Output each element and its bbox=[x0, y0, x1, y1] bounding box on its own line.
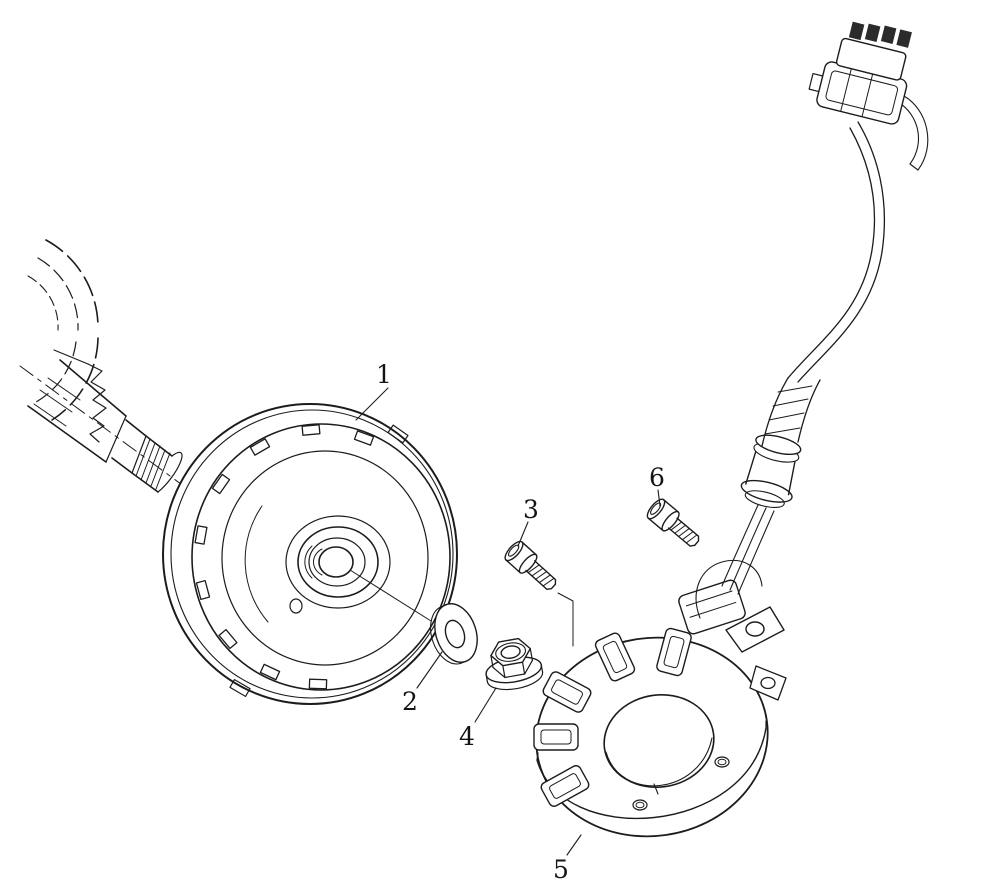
stator-coil bbox=[656, 627, 692, 677]
gear-teeth bbox=[87, 363, 107, 443]
assembly-line bbox=[557, 592, 574, 647]
wire-harness bbox=[695, 21, 929, 619]
harness-connector bbox=[808, 21, 912, 125]
harness-cable bbox=[787, 127, 876, 379]
stator-coil bbox=[533, 723, 579, 751]
stator-coils bbox=[533, 627, 692, 807]
rotor-slot bbox=[353, 430, 375, 446]
flywheel-rotor bbox=[162, 403, 458, 705]
rotor-slots bbox=[194, 424, 375, 690]
rotor-tab bbox=[387, 424, 409, 444]
callouts: 1 2 3 4 5 6 bbox=[376, 360, 665, 884]
rotor-slot bbox=[194, 525, 208, 545]
stator-mount-lug bbox=[725, 606, 785, 653]
leader-line-4 bbox=[474, 687, 497, 723]
rotor-slot bbox=[308, 678, 328, 690]
connector-pin bbox=[864, 23, 881, 43]
wire-holder bbox=[678, 579, 746, 635]
rotor-slot bbox=[218, 628, 238, 650]
branch-wire bbox=[903, 95, 929, 171]
callout-5: 5 bbox=[553, 855, 569, 884]
crankshaft bbox=[19, 239, 201, 499]
rotor-hub bbox=[285, 515, 391, 609]
stator-assembly bbox=[533, 579, 787, 838]
leader-lines bbox=[355, 387, 661, 856]
washer bbox=[430, 603, 478, 665]
harness-grommet bbox=[740, 434, 802, 508]
rotor-slot bbox=[195, 579, 211, 601]
flange-nut bbox=[485, 637, 544, 691]
harness-cable bbox=[797, 121, 885, 383]
callout-6: 6 bbox=[649, 463, 665, 492]
stator-screw-hole bbox=[632, 799, 648, 811]
socket-bolt-6 bbox=[646, 498, 700, 547]
stator-screw-hole bbox=[714, 756, 730, 768]
callout-1: 1 bbox=[376, 360, 392, 389]
leader-line-2 bbox=[416, 651, 443, 689]
rotor-slot bbox=[211, 473, 231, 495]
hub-axis-line bbox=[349, 569, 432, 622]
socket-bolt-3 bbox=[504, 540, 557, 590]
rotor-slot bbox=[259, 663, 281, 681]
harness-wrap bbox=[761, 377, 821, 447]
rotor-tab bbox=[229, 679, 251, 697]
stator-coil bbox=[542, 671, 592, 713]
leader-line-3 bbox=[517, 521, 529, 547]
rotor-hole bbox=[289, 598, 303, 614]
stator-coil bbox=[594, 632, 636, 682]
callout-4: 4 bbox=[459, 722, 475, 751]
rotor-slot bbox=[249, 438, 271, 456]
rotor-slot bbox=[301, 424, 321, 436]
leader-line-6 bbox=[657, 489, 661, 507]
axis-centerline bbox=[19, 365, 201, 499]
branch-wire bbox=[897, 101, 919, 165]
callout-3: 3 bbox=[523, 495, 539, 524]
leader-line-1 bbox=[355, 387, 389, 421]
stator-coil bbox=[540, 765, 590, 807]
stator-ear bbox=[749, 665, 787, 701]
connector-pin bbox=[848, 21, 865, 41]
callout-2: 2 bbox=[402, 687, 418, 716]
leader-line-5 bbox=[566, 834, 582, 856]
connector-pin bbox=[896, 29, 912, 48]
connector-pin bbox=[880, 25, 897, 44]
